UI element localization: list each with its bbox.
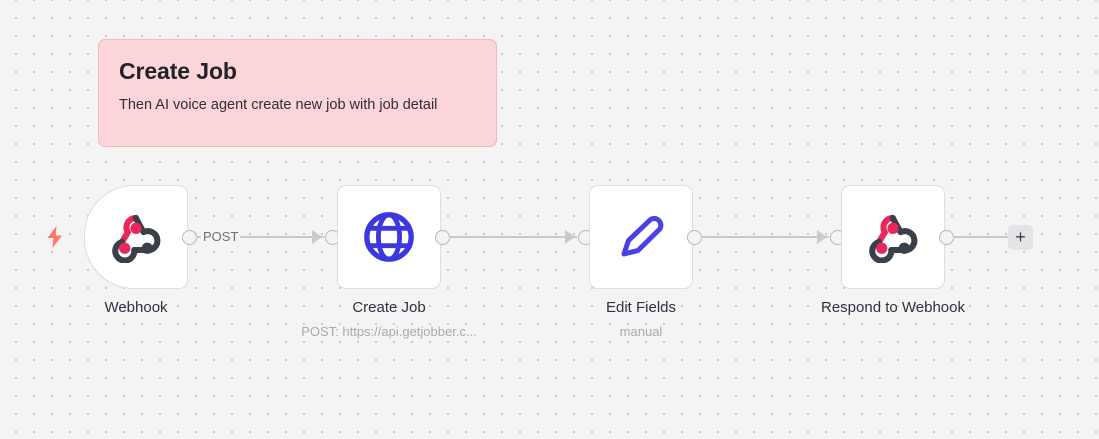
node-label-webhook: Webhook: [104, 299, 168, 316]
node-label-respond-to-webhook: Respond to Webhook: [821, 299, 965, 316]
output-endpoint-respond-to-webhook[interactable]: [939, 230, 954, 245]
connection-arrow-3: [817, 230, 827, 244]
webhook-icon: [865, 211, 921, 263]
connection-arrow-1: [312, 230, 322, 244]
node-edit-fields[interactable]: Edit Fields manual: [589, 185, 693, 339]
node-webhook[interactable]: Webhook: [84, 185, 188, 316]
node-label-create-job: Create Job: [352, 299, 426, 316]
globe-icon: [362, 210, 416, 264]
node-create-job[interactable]: Create Job POST: https://api.getjobber.c…: [301, 185, 477, 339]
add-node-button[interactable]: +: [1008, 225, 1033, 250]
connection-line-3[interactable]: [701, 236, 829, 238]
output-endpoint-edit-fields[interactable]: [687, 230, 702, 245]
webhook-icon: [108, 211, 164, 263]
pen-icon: [615, 211, 667, 263]
connection-label-post: POST: [201, 229, 241, 244]
node-label-edit-fields: Edit Fields: [605, 299, 677, 316]
connection-line-4[interactable]: [953, 236, 1011, 238]
connection-arrow-2: [565, 230, 575, 244]
connection-line-1[interactable]: [196, 236, 324, 238]
connection-line-2[interactable]: [449, 236, 577, 238]
node-respond-to-webhook[interactable]: Respond to Webhook: [821, 185, 965, 316]
output-endpoint-webhook[interactable]: [182, 230, 197, 245]
node-subtitle-edit-fields: manual: [619, 324, 663, 339]
output-endpoint-create-job[interactable]: [435, 230, 450, 245]
lightning-bolt-icon: [46, 226, 64, 248]
node-subtitle-create-job: POST: https://api.getjobber.c...: [301, 324, 477, 339]
sticky-note-title: Create Job: [119, 58, 237, 84]
sticky-note[interactable]: Create Job Then AI voice agent create ne…: [98, 39, 497, 147]
sticky-note-body: Then AI voice agent create new job with …: [119, 97, 438, 113]
